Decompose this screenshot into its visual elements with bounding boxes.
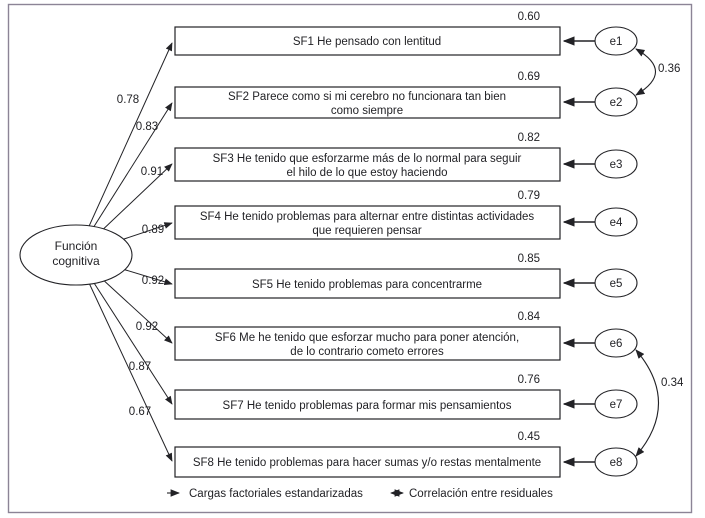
error-ellipse-e1: [594, 26, 638, 56]
loading-value-sf7: 0.87: [129, 361, 151, 373]
indicator-label-sf6-line1: SF6 Me he tenido que esforzar mucho para…: [215, 332, 519, 344]
error-label-e2: e2: [610, 97, 623, 109]
latent-factor-ellipse: [19, 224, 133, 286]
error-label-e4: e4: [610, 217, 623, 229]
error-ellipse-e8: [594, 447, 638, 477]
indicator-box-sf7: [174, 389, 561, 420]
variance-value-sf5: 0.85: [518, 253, 540, 265]
indicator-box-sf8: [174, 446, 561, 478]
loading-value-sf4: 0.89: [142, 224, 164, 236]
figure-border: [7, 3, 693, 514]
legend: Cargas factoriales estandarizadas Correl…: [167, 488, 553, 500]
indicator-label-sf2-line2: como siempre: [331, 105, 403, 117]
legend-label-correlations: Correlación entre residuales: [409, 488, 553, 500]
error-terms: e1 e2 e3 e4 e5 e6 e7 e8: [594, 26, 638, 477]
error-label-e5: e5: [610, 278, 623, 290]
indicator-label-sf1: SF1 He pensado con lentitud: [293, 36, 441, 48]
indicator-boxes: SF1 He pensado con lentitud 0.60 SF2 Par…: [174, 11, 561, 478]
residual-correlations: 0.36 0.34: [635, 48, 684, 457]
error-ellipse-e2: [594, 87, 638, 117]
indicator-box-sf2: [174, 86, 561, 119]
residual-correlation-value-e6-e8: 0.34: [661, 377, 684, 389]
error-label-e3: e3: [610, 159, 623, 171]
loading-value-sf1: 0.78: [117, 94, 139, 106]
indicator-box-sf5: [174, 268, 561, 299]
variance-value-sf8: 0.45: [518, 431, 540, 443]
indicator-label-sf8: SF8 He tenido problemas para hacer sumas…: [193, 457, 541, 469]
factor-label-line-1: Función: [55, 239, 98, 253]
error-ellipse-e4: [594, 207, 638, 237]
loading-value-sf6: 0.92: [136, 321, 158, 333]
loading-values: 0.78 0.83 0.91 0.89 0.92 0.92 0.87 0.67: [117, 94, 164, 418]
indicator-box-sf1: [174, 26, 561, 56]
error-label-e1: e1: [610, 36, 623, 48]
error-ellipse-e5: [594, 268, 638, 298]
legend-label-loadings: Cargas factoriales estandarizadas: [189, 488, 363, 500]
error-arrows: [562, 36, 595, 467]
variance-value-sf3: 0.82: [518, 132, 540, 144]
variance-value-sf7: 0.76: [518, 374, 540, 386]
loading-value-sf2: 0.83: [136, 121, 158, 133]
residual-correlation-value-e1-e2: 0.36: [658, 63, 680, 75]
indicator-label-sf7: SF7 He tenido problemas para formar mis …: [223, 400, 512, 412]
indicator-label-sf6-line2: de lo contrario cometo errores: [290, 346, 444, 358]
variance-value-sf6: 0.84: [518, 311, 541, 323]
loading-value-sf8: 0.67: [129, 406, 151, 418]
indicator-label-sf5: SF5 He tenido problemas para concentrarm…: [252, 279, 482, 291]
loading-value-sf5: 0.92: [142, 275, 164, 287]
indicator-label-sf2-line1: SF2 Parece como si mi cerebro no funcion…: [228, 91, 506, 103]
residual-correlation-arc-e6-e8: [635, 349, 660, 457]
loading-arrow-sf1: [75, 42, 173, 256]
latent-factor: Función cognitiva: [19, 224, 133, 286]
error-label-e8: e8: [610, 457, 623, 469]
indicator-label-sf4-line1: SF4 He tenido problemas para alternar en…: [200, 211, 535, 223]
indicator-box-sf6: [174, 326, 561, 361]
indicator-label-sf3-line2: el hilo de lo que estoy haciendo: [286, 167, 447, 179]
factor-label-line-2: cognitiva: [52, 254, 100, 268]
error-label-e6: e6: [610, 338, 623, 350]
variance-value-sf2: 0.69: [518, 71, 540, 83]
residual-correlation-arc-e1-e2: [635, 48, 656, 96]
indicator-box-sf3: [174, 147, 561, 182]
error-ellipse-e3: [594, 149, 638, 179]
variance-value-sf4: 0.79: [518, 190, 540, 202]
loading-value-sf3: 0.91: [141, 166, 163, 178]
indicator-label-sf3-line1: SF3 He tenido que esforzarme más de lo n…: [213, 153, 522, 165]
loading-arrow-sf8: [75, 254, 173, 462]
indicator-label-sf4-line2: que requieren pensar: [312, 225, 421, 237]
error-label-e7: e7: [610, 399, 623, 411]
error-ellipse-e6: [594, 328, 638, 358]
indicator-box-sf4: [174, 205, 561, 240]
variance-value-sf1: 0.60: [518, 11, 540, 23]
